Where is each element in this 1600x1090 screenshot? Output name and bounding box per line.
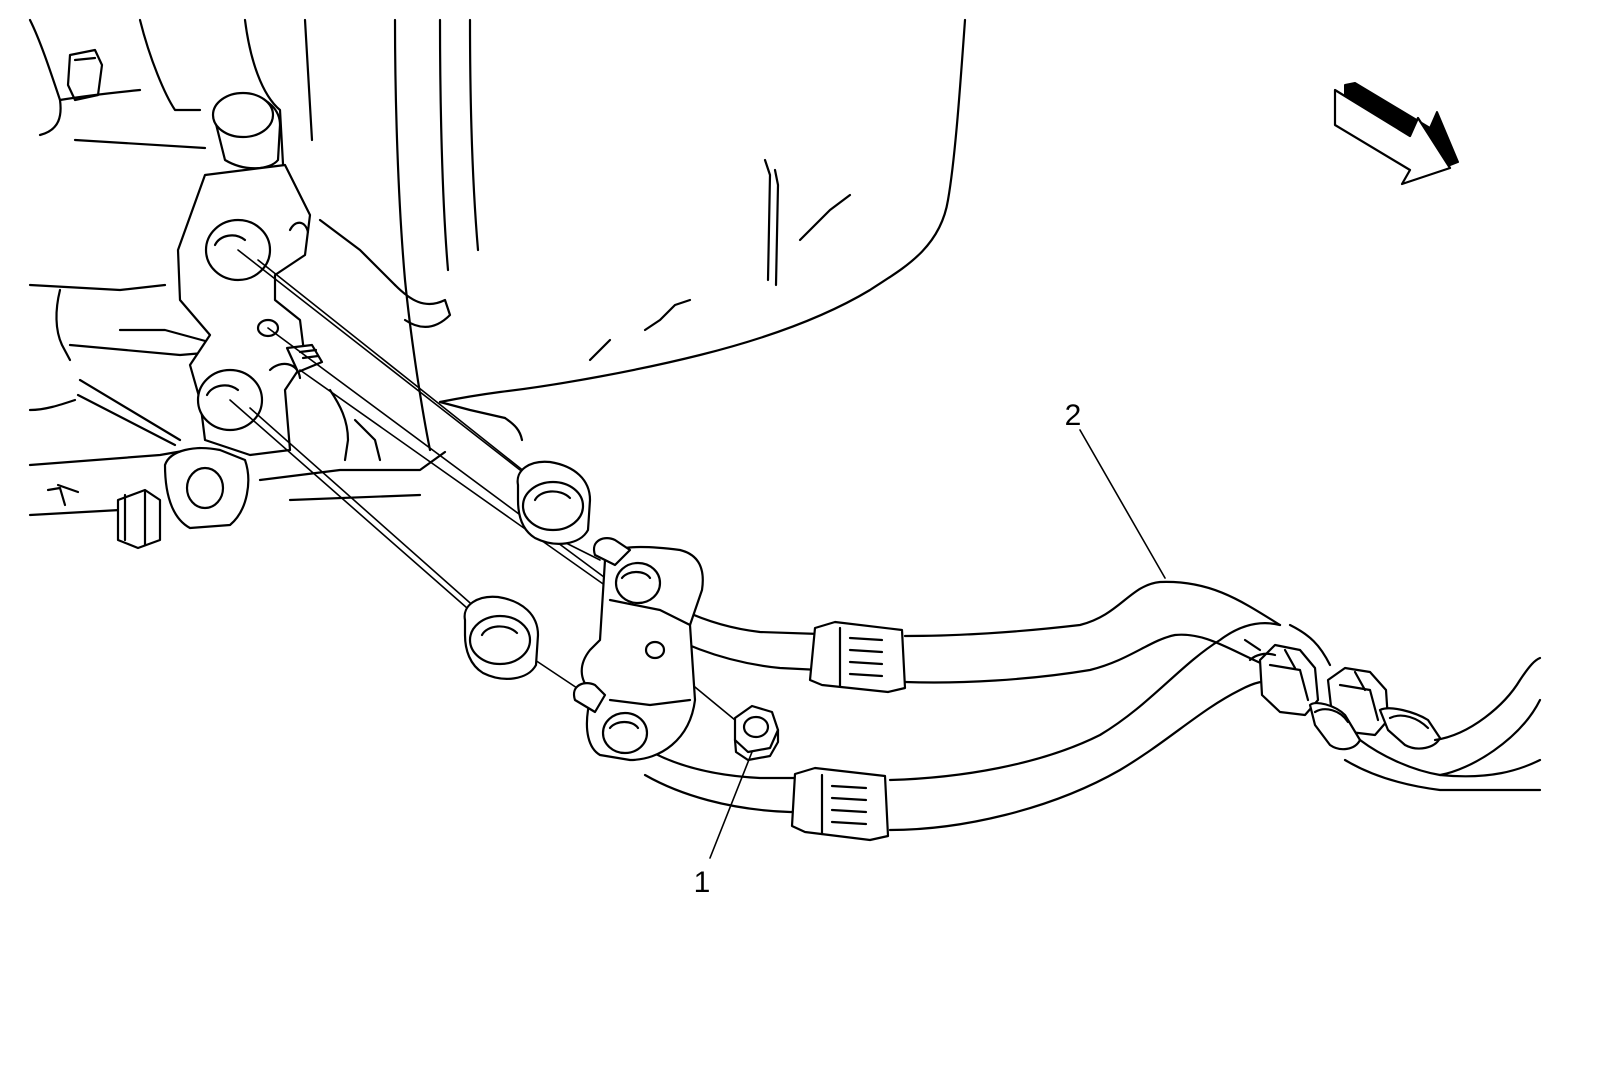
callout-leader-1 [709,751,753,859]
upper-seal [516,460,592,545]
cooler-line-bracket [572,537,704,762]
bracket-nut [733,704,780,762]
line-connector-fittings [1243,623,1542,792]
transmission-housing [28,18,967,517]
housing-fitting-boss [46,91,324,550]
front-direction-arrow-icon [1333,82,1459,186]
cooler-line-upper [623,573,1282,694]
callout-leader-2 [1079,429,1166,579]
lower-seal [463,595,540,680]
callout-label-1: 1 [694,866,711,899]
callout-label-2: 2 [1065,399,1082,432]
